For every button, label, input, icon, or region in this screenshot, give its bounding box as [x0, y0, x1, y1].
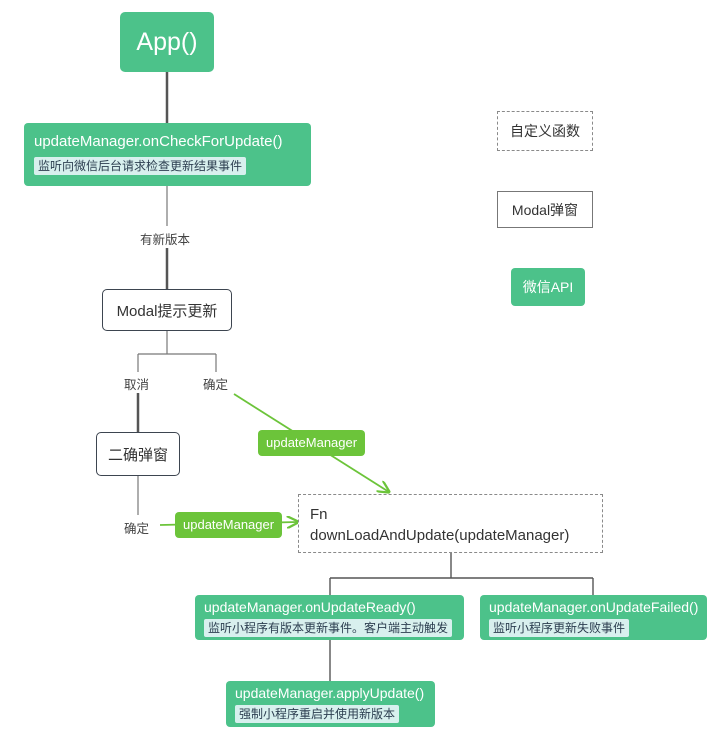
modal-update-label: Modal提示更新 — [116, 302, 218, 320]
legend-wechat-api: 微信API — [511, 268, 585, 306]
update-manager-chip-2: updateManager — [175, 512, 283, 538]
on-check-for-update-note: 监听向微信后台请求检查更新结果事件 — [34, 157, 247, 175]
on-check-for-update-node[interactable]: updateManager.onCheckForUpdate() 监听向微信后台… — [24, 123, 311, 186]
confirm-dialog-label: 二确弹窗 — [107, 446, 168, 464]
on-update-failed-node[interactable]: updateManager.onUpdateFailed() 监听小程序更新失败… — [480, 595, 707, 640]
legend-modal: Modal弹窗 — [497, 191, 593, 228]
edge-label-confirm-1: 确定 — [203, 374, 229, 393]
app-node[interactable]: App() — [120, 12, 214, 72]
legend-wechat-api-label: 微信API — [522, 279, 574, 295]
edge-label-confirm-2: 确定 — [124, 518, 150, 537]
on-check-for-update-title: updateManager.onCheckForUpdate() — [34, 133, 283, 150]
legend-modal-label: Modal弹窗 — [511, 201, 579, 218]
on-update-failed-title: updateManager.onUpdateFailed() — [489, 599, 699, 615]
app-node-label: App() — [136, 27, 198, 56]
edge-label-cancel: 取消 — [124, 374, 150, 393]
modal-update-node[interactable]: Modal提示更新 — [102, 289, 232, 331]
apply-update-title: updateManager.applyUpdate() — [235, 685, 425, 701]
on-update-ready-node[interactable]: updateManager.onUpdateReady() 监听小程序有版本更新… — [195, 595, 464, 640]
fn-download-and-update-node[interactable]: Fn downLoadAndUpdate(updateManager) — [298, 494, 603, 553]
legend-custom-function-label: 自定义函数 — [510, 123, 580, 139]
update-manager-chip-1: updateManager — [258, 430, 366, 456]
edge-label-has-new-version: 有新版本 — [140, 229, 191, 248]
on-update-ready-title: updateManager.onUpdateReady() — [204, 599, 416, 615]
apply-update-node[interactable]: updateManager.applyUpdate() 强制小程序重启并使用新版… — [226, 681, 435, 727]
fn-label: Fn — [310, 506, 328, 523]
fn-signature: downLoadAndUpdate(updateManager) — [310, 527, 570, 544]
confirm-dialog-node[interactable]: 二确弹窗 — [96, 432, 180, 476]
on-update-failed-note: 监听小程序更新失败事件 — [489, 619, 630, 637]
legend-custom-function: 自定义函数 — [497, 111, 593, 151]
on-update-ready-note: 监听小程序有版本更新事件。客户端主动触发 — [204, 619, 453, 637]
apply-update-note: 强制小程序重启并使用新版本 — [235, 705, 400, 723]
